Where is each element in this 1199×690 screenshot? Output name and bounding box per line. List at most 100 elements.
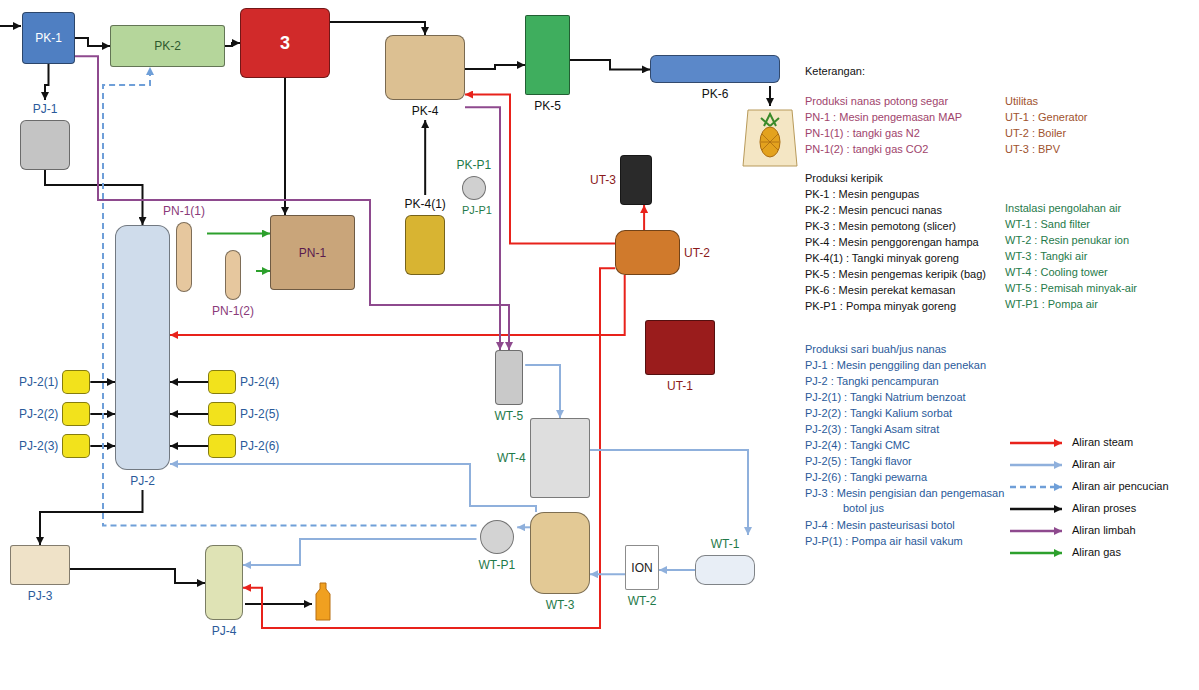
flow-line — [424, 120, 426, 195]
equipment-icon — [115, 225, 170, 470]
feed-arrow — [0, 25, 21, 27]
legend-key-text: UT-2 : Boiler — [1005, 126, 1066, 141]
equipment-icon — [525, 15, 570, 95]
flow-line — [225, 43, 240, 46]
legend-key-text: PK-P1 : Pompa minyak goreng — [805, 299, 956, 314]
equipment-label: PK-1 — [33, 29, 64, 47]
label-text: PJ-2(3) : Tangki Asam sitrat — [805, 423, 939, 435]
legend-key-text: UT-3 : BPV — [1005, 142, 1060, 157]
label-text: PN-1(1) : tangki gas N2 — [805, 127, 920, 139]
label-text: Keterangan: — [805, 65, 865, 77]
label-text: PK-1 : Mesin pengupas — [805, 188, 919, 200]
equipment-icon — [62, 402, 90, 426]
flow-line — [90, 381, 115, 383]
legend-key-text: WT-2 : Resin penukar ion — [1005, 233, 1129, 248]
equipment-label: PJ-2(5) — [238, 405, 281, 423]
legend-key-text: PJ-P1 — [462, 203, 492, 218]
equipment-label: WT-5 — [493, 407, 526, 425]
label-text: PK-6 : Mesin perekat kemasan — [805, 284, 955, 296]
equipment-icon — [620, 155, 652, 205]
equipment-icon — [208, 434, 236, 458]
label-text: WT-1 : Sand filter — [1005, 218, 1090, 230]
legend-sample — [1010, 530, 1062, 533]
label-text: WT-5 : Pemisah minyak-air — [1005, 282, 1137, 294]
equipment-icon — [405, 215, 445, 275]
equipment-node: PK-4(1) — [403, 195, 448, 275]
label-text: PK-5 : Mesin pengemas keripik (bag) — [805, 268, 986, 280]
label-text: Produksi sari buah/jus nanas — [805, 343, 946, 355]
equipment-icon — [615, 230, 680, 275]
equipment-icon — [495, 350, 523, 405]
equipment-node: UT-3 — [588, 155, 652, 205]
legend-key-text: WT-1 : Sand filter — [1005, 217, 1090, 232]
flow-line — [40, 490, 143, 545]
label-text: PK-4(1) : Tangki minyak goreng — [805, 252, 959, 264]
label-text: WT-4 : Cooling tower — [1005, 266, 1108, 278]
equipment-label: PJ-4 — [210, 622, 239, 640]
legend-sample — [1010, 552, 1062, 555]
equipment-node: WT-5 — [493, 350, 526, 425]
label-text: Produksi nanas potong segar — [805, 95, 948, 107]
legend-key-text: PN-1(2) : tangki gas CO2 — [805, 142, 929, 157]
equipment-label: PJ-2(1) — [17, 373, 60, 391]
label-text: PK-3 : Mesin pemotong (slicer) — [805, 220, 956, 232]
label-text: PJ-2 : Tangki pencampuran — [805, 375, 939, 387]
equipment-label: WT-P1 — [477, 556, 518, 574]
equipment-label: PJ-2(3) — [17, 437, 60, 455]
equipment-icon — [208, 402, 236, 426]
equipment-label: WT-2 — [626, 592, 659, 610]
legend-sample — [1010, 486, 1062, 489]
equipment-node: WT-3 — [530, 512, 590, 614]
legend-key-text: Instalasi pengolahan air — [1005, 201, 1121, 216]
equipment-node: WT-1 — [695, 535, 755, 585]
equipment-icon: ION — [625, 545, 659, 590]
label-text: PN-1 : Mesin pengemasan MAP — [805, 111, 962, 123]
equipment-label: PJ-2(2) — [17, 405, 60, 423]
legend-key-text: PJ-2(2) : Tangki Kalium sorbat — [805, 406, 952, 421]
equipment-node: PJ-2(3) — [17, 434, 90, 458]
chips-pouch — [743, 110, 797, 166]
legend-key-text: Produksi sari buah/jus nanas — [805, 342, 946, 357]
equipment-node: PK-P1 — [455, 156, 494, 200]
legend-item: Aliran limbah — [1072, 523, 1136, 538]
legend-key-text: WT-4 : Cooling tower — [1005, 265, 1108, 280]
label-text: PJ-P1 — [462, 204, 492, 216]
label-text: Instalasi pengolahan air — [1005, 202, 1121, 214]
equipment-label: PK-2 — [152, 37, 183, 55]
flow-line — [70, 569, 205, 583]
equipment-label: PK-4(1) — [403, 195, 448, 213]
flow-line — [103, 67, 477, 525]
legend-key-text: PK-4(1) : Tangki minyak goreng — [805, 251, 959, 266]
equipment-label: PK-P1 — [455, 156, 494, 174]
legend-key-text: Utilitas — [1005, 94, 1038, 109]
flow-line — [465, 65, 525, 69]
equipment-label: PK-6 — [700, 85, 731, 103]
label-text: PJ-2(6) : Tangki pewarna — [805, 471, 927, 483]
equipment-label: WT-3 — [544, 596, 577, 614]
label-text: PJ-P(1) : Pompa air hasil vakum — [805, 535, 963, 547]
equipment-icon — [62, 370, 90, 394]
flow-line — [590, 573, 625, 575]
equipment-icon — [225, 250, 241, 300]
equipment-icon — [385, 35, 465, 100]
flow-line — [525, 365, 560, 418]
legend-key-text: WT-5 : Pemisah minyak-air — [1005, 281, 1137, 296]
equipment-icon — [650, 55, 780, 83]
equipment-icon: PK-1 — [22, 12, 75, 64]
equipment-node: PJ-2(6) — [208, 434, 281, 458]
equipment-label: PN-1 — [297, 244, 328, 262]
label-text: PK-P1 : Pompa minyak goreng — [805, 300, 956, 312]
label-text: PJ-2(4) : Tangki CMC — [805, 439, 910, 451]
equipment-icon: 3 — [240, 8, 330, 78]
equipment-node: PK-1 — [22, 12, 75, 64]
legend-key-text: PJ-2(4) : Tangki CMC — [805, 438, 910, 453]
legend-item: Aliran proses — [1072, 501, 1136, 516]
legend-key-text: PJ-2(3) : Tangki Asam sitrat — [805, 422, 939, 437]
flow-line — [170, 445, 208, 447]
label-text: PJ-3 : Mesin pengisian dan pengemasan bo… — [805, 487, 1004, 514]
legend-item: Aliran air pencucian — [1072, 479, 1169, 494]
legend-text: Aliran air — [1072, 458, 1115, 470]
equipment-label: PN-1(2) — [210, 302, 256, 320]
equipment-icon — [20, 120, 70, 170]
product-arrow — [245, 603, 312, 605]
